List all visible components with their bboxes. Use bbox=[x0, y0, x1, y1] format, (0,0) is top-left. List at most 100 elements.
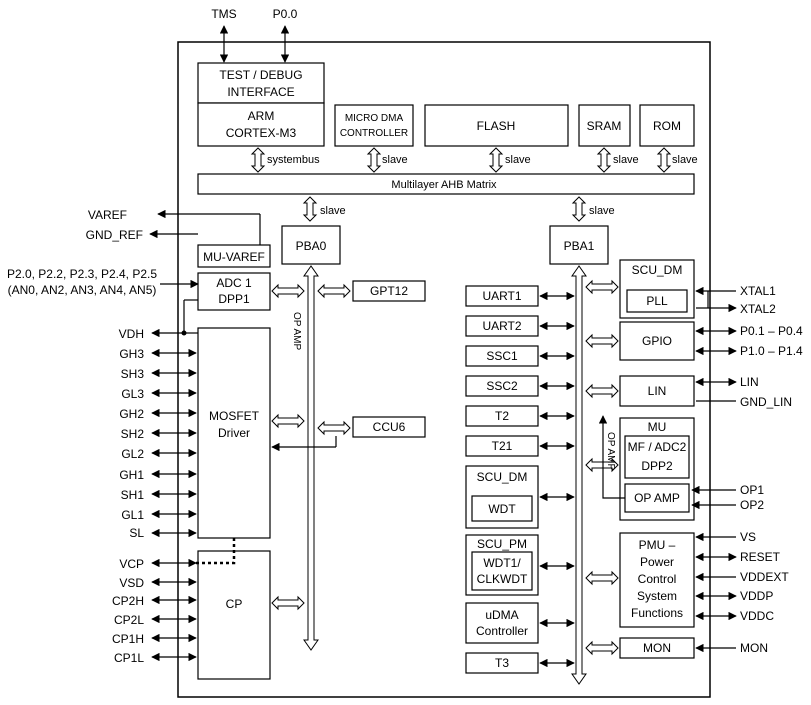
pba0-label: PBA0 bbox=[296, 239, 327, 253]
pin-sh2: SH2 bbox=[121, 427, 145, 441]
uart2-box bbox=[465, 315, 539, 337]
t21-label: T21 bbox=[492, 439, 513, 453]
rom-box bbox=[639, 104, 695, 147]
udma-box bbox=[465, 602, 539, 644]
test-debug-line1: TEST / DEBUG bbox=[219, 68, 302, 82]
mf-adc2-line1: MF / ADC2 bbox=[628, 440, 687, 454]
pin-cp2h: CP2H bbox=[112, 594, 144, 608]
pmu-box bbox=[619, 532, 695, 628]
adc1-box bbox=[197, 272, 271, 311]
pin-tms: TMS bbox=[211, 7, 236, 21]
pin-gh1: GH1 bbox=[119, 468, 144, 482]
pin-p2-line2: (AN0, AN2, AN3, AN4, AN5) bbox=[8, 283, 157, 297]
udma-line2: Controller bbox=[476, 624, 528, 638]
mon-box bbox=[619, 637, 695, 659]
arm-line2: CORTEX-M3 bbox=[226, 126, 297, 140]
pin-varef: VAREF bbox=[88, 208, 127, 222]
flash-box bbox=[424, 104, 569, 147]
adc1-line2: DPP1 bbox=[218, 292, 250, 306]
pin-sh1: SH1 bbox=[121, 488, 145, 502]
uart1-box bbox=[465, 285, 539, 307]
pll-box bbox=[626, 289, 688, 313]
cp-pins: VCP VSD CP2H CP2L CP1H CP1L bbox=[112, 557, 197, 665]
cp-box bbox=[197, 550, 271, 680]
pba1-box bbox=[549, 225, 609, 265]
pmu-line5: Functions bbox=[631, 606, 683, 620]
wdt1-box bbox=[471, 551, 533, 591]
mosfet-driver-box bbox=[197, 327, 271, 539]
udma-line1: uDMA bbox=[485, 608, 518, 622]
pin-gl2: GL2 bbox=[121, 447, 144, 461]
slave-label-dma: slave bbox=[382, 154, 408, 166]
t21-box bbox=[465, 435, 539, 457]
sram-box bbox=[578, 104, 631, 147]
pin-p0: P0.1 – P0.4 bbox=[740, 324, 803, 338]
pin-gl1: GL1 bbox=[121, 508, 144, 522]
slave-label-pba0: slave bbox=[320, 205, 346, 217]
pin-cp1h: CP1H bbox=[112, 632, 144, 646]
rom-label: ROM bbox=[653, 119, 681, 133]
pin-reset: RESET bbox=[740, 550, 781, 564]
ccu6-label: CCU6 bbox=[373, 420, 406, 434]
pin-vsd: VSD bbox=[119, 576, 144, 590]
mu-varef-box bbox=[197, 244, 271, 268]
mf-adc2-box bbox=[624, 435, 690, 479]
gpt12-label: GPT12 bbox=[370, 284, 408, 298]
ssc1-box bbox=[465, 345, 539, 367]
pin-cp2l: CP2L bbox=[114, 613, 144, 627]
ccu6-box bbox=[352, 416, 426, 438]
arm-line1: ARM bbox=[248, 109, 275, 123]
op-amp-left-label: OP AMP bbox=[291, 312, 302, 350]
pin-xtal2: XTAL2 bbox=[740, 302, 776, 316]
adc1-line1: ADC 1 bbox=[216, 276, 252, 290]
slave-label-flash: slave bbox=[505, 154, 531, 166]
t2-box bbox=[465, 405, 539, 427]
pin-vs: VS bbox=[740, 530, 756, 544]
uart2-label: UART2 bbox=[482, 319, 521, 333]
pba0-box bbox=[281, 225, 341, 265]
pin-cp1l: CP1L bbox=[114, 651, 144, 665]
flash-label: FLASH bbox=[477, 119, 516, 133]
pmu-line1: PMU – bbox=[639, 538, 676, 552]
uart1-label: UART1 bbox=[482, 289, 521, 303]
micro-dma-line2: CONTROLLER bbox=[340, 128, 408, 139]
pin-xtal1: XTAL1 bbox=[740, 284, 776, 298]
pba0-bus bbox=[303, 265, 319, 651]
ahb-matrix bbox=[197, 173, 695, 195]
pin-sh3: SH3 bbox=[121, 367, 145, 381]
pmu-line2: Power bbox=[640, 555, 674, 569]
pin-vcp: VCP bbox=[119, 557, 144, 571]
op-amp-vertical-label: OP AMP bbox=[605, 432, 616, 470]
pin-vddc: VDDC bbox=[740, 609, 774, 623]
pin-vddext: VDDEXT bbox=[740, 570, 789, 584]
wdt1-line1: WDT1/ bbox=[483, 556, 521, 570]
scu-pm-label: SCU_PM bbox=[477, 537, 527, 551]
pin-lin: LIN bbox=[740, 375, 759, 389]
mu-varef-label: MU-VAREF bbox=[203, 250, 265, 264]
pll-label: PLL bbox=[646, 294, 668, 308]
mf-adc2-line2: DPP2 bbox=[641, 459, 673, 473]
t3-label: T3 bbox=[495, 656, 509, 670]
slave-label-sram: slave bbox=[613, 154, 639, 166]
pin-p1: P1.0 – P1.4 bbox=[740, 344, 803, 358]
ssc1-label: SSC1 bbox=[486, 349, 518, 363]
ssc2-label: SSC2 bbox=[486, 379, 518, 393]
pin-sl: SL bbox=[129, 526, 144, 540]
arm-box bbox=[197, 102, 325, 147]
lin-label: LIN bbox=[648, 384, 667, 398]
sram-label: SRAM bbox=[587, 119, 622, 133]
pin-gl3: GL3 bbox=[121, 387, 144, 401]
pmu-line4: System bbox=[637, 589, 677, 603]
pin-gnd-ref: GND_REF bbox=[86, 228, 143, 242]
t3-box bbox=[465, 652, 539, 674]
pmu-line3: Control bbox=[638, 572, 677, 586]
test-debug-line2: INTERFACE bbox=[227, 85, 294, 99]
pba1-bus bbox=[571, 265, 587, 685]
gpio-label: GPIO bbox=[642, 334, 672, 348]
systembus-label: systembus bbox=[267, 154, 320, 166]
wdt-box bbox=[471, 495, 533, 522]
pin-vddp: VDDP bbox=[740, 589, 773, 603]
op-amp-right-label: OP AMP bbox=[634, 491, 680, 505]
mu-label: MU bbox=[648, 420, 667, 434]
wdt-label: WDT bbox=[488, 502, 516, 516]
